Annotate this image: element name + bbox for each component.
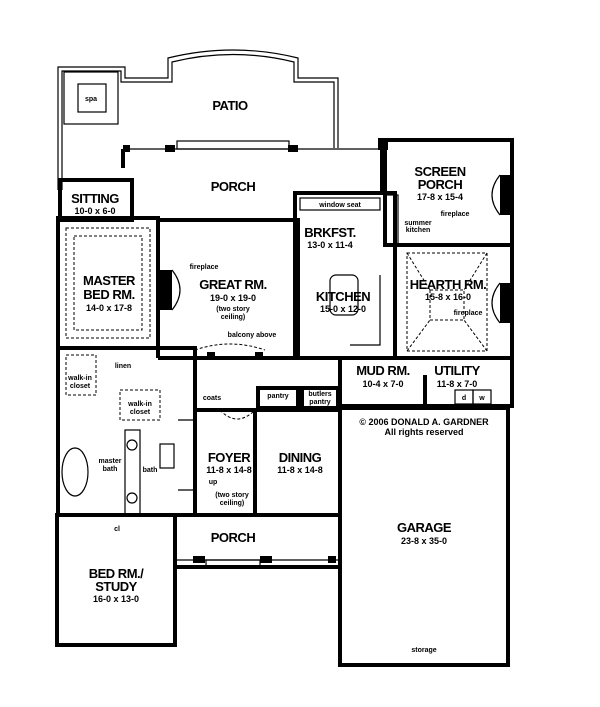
garage-label: GARAGE: [397, 520, 452, 535]
patio-outline: [57, 49, 339, 190]
hearth-rm-dim: 15-8 x 16-0: [425, 292, 471, 302]
great-rm-dim: 19-0 x 19-0: [210, 293, 256, 303]
window-seat-label: window seat: [318, 202, 361, 209]
copyright-line-1: © 2006 DONALD A. GARDNER: [359, 417, 489, 427]
mud-rm-dim: 10-4 x 7-0: [362, 379, 403, 389]
master-bed-label-1: MASTER: [83, 273, 136, 288]
dining-label: DINING: [279, 450, 322, 465]
kitchen-dim: 15-0 x 12-0: [320, 304, 366, 314]
hearth-fireplace-label: fireplace: [454, 310, 483, 317]
walkin-closet-1-label-2: closet: [70, 383, 91, 390]
rear-porch-label: PORCH: [211, 179, 256, 194]
front-porch-label: PORCH: [211, 530, 256, 545]
bed-study-label-1: BED RM./: [89, 566, 144, 581]
spa-label: spa: [85, 96, 97, 103]
summer-kitchen-label-2: kitchen: [406, 227, 431, 234]
dining-dim: 11-8 x 14-8: [277, 465, 323, 475]
master-bed-label-2: BED RM.: [83, 287, 134, 302]
mud-rm-label: MUD RM.: [356, 363, 410, 378]
bed-study-label-2: STUDY: [95, 579, 137, 594]
brkfst-dim: 13-0 x 11-4: [307, 240, 353, 250]
porch-posts: [123, 138, 388, 152]
walkin-closet-2-label-2: closet: [130, 409, 151, 416]
garage-dim: 23-8 x 35-0: [401, 536, 447, 546]
butlers-pantry-label-1: butlers: [308, 391, 331, 398]
screen-porch-dim: 17-8 x 15-4: [417, 192, 463, 202]
balcony-label: balcony above: [228, 332, 277, 339]
patio-label: PATIO: [212, 98, 248, 113]
dryer-label: d: [462, 395, 466, 402]
great-rm-label: GREAT RM.: [199, 277, 266, 292]
utility-label: UTILITY: [434, 363, 480, 378]
screen-porch-label-2: PORCH: [418, 177, 463, 192]
master-bath-label-2: bath: [103, 466, 118, 473]
great-rm-note-2: ceiling): [221, 314, 246, 321]
summer-kitchen-label-1: summer: [404, 220, 432, 227]
walkin-closet-2-label-1: walk-in: [127, 401, 152, 408]
sitting-label: SITTING: [71, 191, 119, 206]
sitting-dim: 10-0 x 6-0: [74, 206, 115, 216]
foyer-note-2: ceiling): [220, 500, 245, 507]
coats-label: coats: [203, 395, 221, 402]
bath-label: bath: [143, 467, 158, 474]
brkfst-label: BRKFST.: [304, 225, 355, 240]
foyer-label: FOYER: [208, 450, 251, 465]
stair-up-label: up: [209, 479, 218, 486]
master-bed-dim: 14-0 x 17-8: [86, 303, 132, 313]
copyright-line-2: All rights reserved: [384, 427, 463, 437]
foyer-note-1: (two story: [215, 492, 249, 499]
great-fireplace-label: fireplace: [190, 264, 219, 271]
walkin-closet-1-label-1: walk-in: [67, 375, 92, 382]
utility-dim: 11-8 x 7-0: [437, 379, 478, 389]
butlers-pantry-label-2: pantry: [309, 399, 331, 406]
kitchen-label: KITCHEN: [316, 289, 370, 304]
washer-label: w: [478, 395, 485, 402]
foyer-dim: 11-8 x 14-8: [206, 465, 252, 475]
hearth-rm-label: HEARTH RM.: [410, 277, 487, 292]
linen-label: linen: [115, 363, 131, 370]
screen-porch-label-1: SCREEN: [414, 164, 465, 179]
pantry-label: pantry: [267, 393, 289, 400]
master-bath-label-1: master: [99, 458, 122, 465]
great-rm-note-1: (two story: [216, 306, 250, 313]
cl-label: cl: [114, 526, 120, 533]
storage-label: storage: [411, 647, 436, 654]
screen-fireplace-label: fireplace: [441, 211, 470, 218]
bed-study-dim: 16-0 x 13-0: [93, 594, 139, 604]
